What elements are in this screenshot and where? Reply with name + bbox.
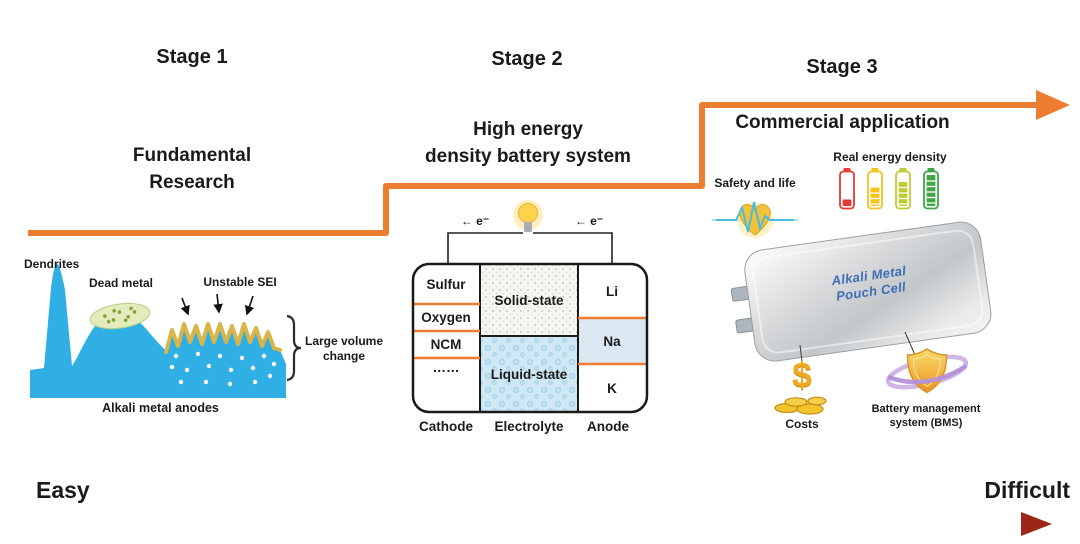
- easy-label: Easy: [36, 477, 90, 503]
- anode-item-k: K: [607, 381, 617, 396]
- stage2-title-line2: density battery system: [425, 146, 631, 167]
- sei-pointer-arrows: [180, 293, 255, 316]
- cathode-item-ncm: NCM: [430, 337, 462, 352]
- anode-row-dividers: [578, 316, 647, 366]
- difficulty-gradient-arrow: [55, 512, 1052, 536]
- bms-shield-icon: [885, 348, 969, 394]
- pouch-cell-illustration: [730, 221, 992, 363]
- battery-icon-green: [923, 168, 939, 210]
- na-cell-bg: [579, 318, 646, 364]
- unstable-sei-layer: [164, 322, 282, 354]
- stage1-title-line1: Fundamental: [132, 145, 252, 166]
- electrolyte-solid-state: Solid-state: [494, 293, 564, 308]
- pouch-cell-body: [730, 221, 992, 362]
- cathode-item-sulfur: Sulfur: [426, 277, 466, 292]
- dollar-icon: $: [792, 356, 812, 395]
- light-bulb-icon: [513, 200, 543, 232]
- column-label-anode: Anode: [587, 419, 629, 434]
- unstable-sei-label: Unstable SEI: [203, 275, 277, 289]
- stage3-label: Stage 3: [806, 56, 878, 78]
- sei-spiky-anode-body: [166, 324, 286, 398]
- costs-label: Costs: [785, 417, 819, 431]
- anode-pores: [169, 351, 277, 387]
- battery-icon-yellowgreen: [895, 168, 911, 210]
- circuit-wire-right: [533, 232, 613, 264]
- battery-level-icons: [839, 168, 939, 210]
- anode-item-na: Na: [603, 334, 621, 349]
- staircase-arrowhead: [1036, 90, 1070, 120]
- large-volume-line2: change: [322, 349, 365, 363]
- electron-flow-right: ← e⁻: [574, 214, 604, 228]
- stage3-title: Commercial application: [735, 112, 950, 133]
- large-volume-line1: Large volume: [304, 334, 384, 348]
- dendrites-label: Dendrites: [24, 257, 80, 271]
- electron-flow-left: ← e⁻: [460, 214, 490, 228]
- column-label-electrolyte: Electrolyte: [494, 419, 564, 434]
- dead-metal-label: Dead metal: [88, 276, 154, 290]
- leader-line-bms: [904, 331, 916, 356]
- solid-state-region: [481, 265, 577, 336]
- stage1-title-line2: Research: [149, 172, 235, 193]
- anode-item-li: Li: [606, 284, 618, 299]
- bms-label: Battery management system (BMS): [856, 402, 996, 430]
- difficulty-arrowhead: [1021, 512, 1052, 536]
- stage1-title: Fundamental Research: [88, 142, 296, 196]
- dead-metal-blob: [89, 302, 151, 330]
- heart-ecg-icon: [712, 201, 798, 238]
- battery-box-outline: [411, 262, 649, 414]
- large-volume-label: Large volume change: [296, 334, 392, 364]
- cathode-item-oxygen: Oxygen: [421, 310, 471, 325]
- column-dividers: [479, 264, 579, 412]
- cathode-item-more: ……: [432, 360, 460, 375]
- stage2-label: Stage 2: [491, 48, 563, 70]
- column-label-cathode: Cathode: [419, 419, 473, 434]
- coins-icon: [774, 396, 827, 415]
- difficult-label: Difficult: [984, 477, 1070, 503]
- stage1-label: Stage 1: [156, 46, 228, 68]
- liquid-state-region: [481, 337, 577, 411]
- anode-illustration: [30, 264, 302, 398]
- stage2-title: High energy density battery system: [390, 116, 666, 170]
- anode-caption: Alkali metal anodes: [102, 401, 219, 415]
- bms-label-line1: Battery management: [871, 403, 981, 415]
- bms-label-line2: system (BMS): [889, 417, 963, 429]
- electrolyte-liquid-state: Liquid-state: [490, 367, 568, 382]
- cathode-row-dividers: [413, 302, 480, 360]
- leader-line-costs: [799, 344, 803, 363]
- battery-system-diagram: [411, 200, 649, 414]
- dendrite-and-anode-body: [30, 264, 168, 398]
- battery-icon-red: [839, 168, 855, 210]
- safety-label: Safety and life: [714, 176, 796, 190]
- stage2-title-line1: High energy: [473, 119, 583, 140]
- battery-icon-yellow: [867, 168, 883, 210]
- energy-density-label: Real energy density: [833, 150, 947, 164]
- circuit-wire-left: [447, 232, 523, 264]
- volume-change-bracket: [286, 314, 302, 382]
